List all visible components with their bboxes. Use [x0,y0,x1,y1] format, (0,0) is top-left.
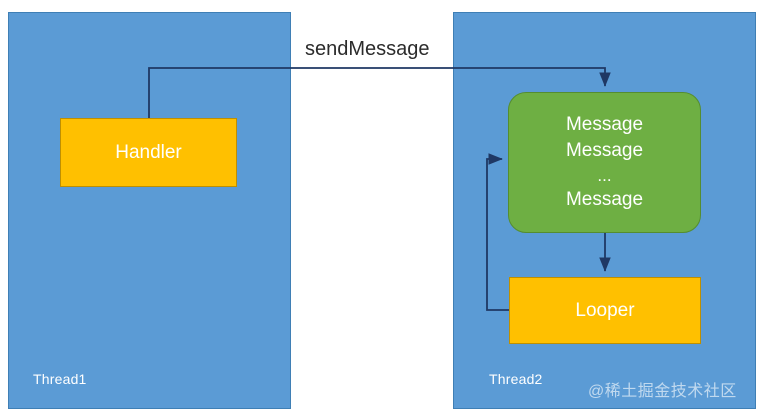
thread1-label: Thread1 [33,371,87,387]
handler-node-label: Handler [115,141,182,163]
looper-node[interactable]: Looper [509,277,701,344]
message-ellipsis: ... [597,165,612,185]
message-line-2: Message [565,140,644,162]
message-line-4: Message [565,188,644,210]
watermark: @稀土掘金技术社区 [588,383,737,400]
send-message-edge-label: sendMessage [305,38,430,60]
message-line-1: Message [565,114,644,136]
thread2-label: Thread2 [489,371,543,387]
message-queue-node[interactable]: Message Message ... Message [508,92,701,233]
thread1-panel [8,12,291,409]
looper-node-label: Looper [575,299,635,321]
handler-node[interactable]: Handler [60,118,237,187]
